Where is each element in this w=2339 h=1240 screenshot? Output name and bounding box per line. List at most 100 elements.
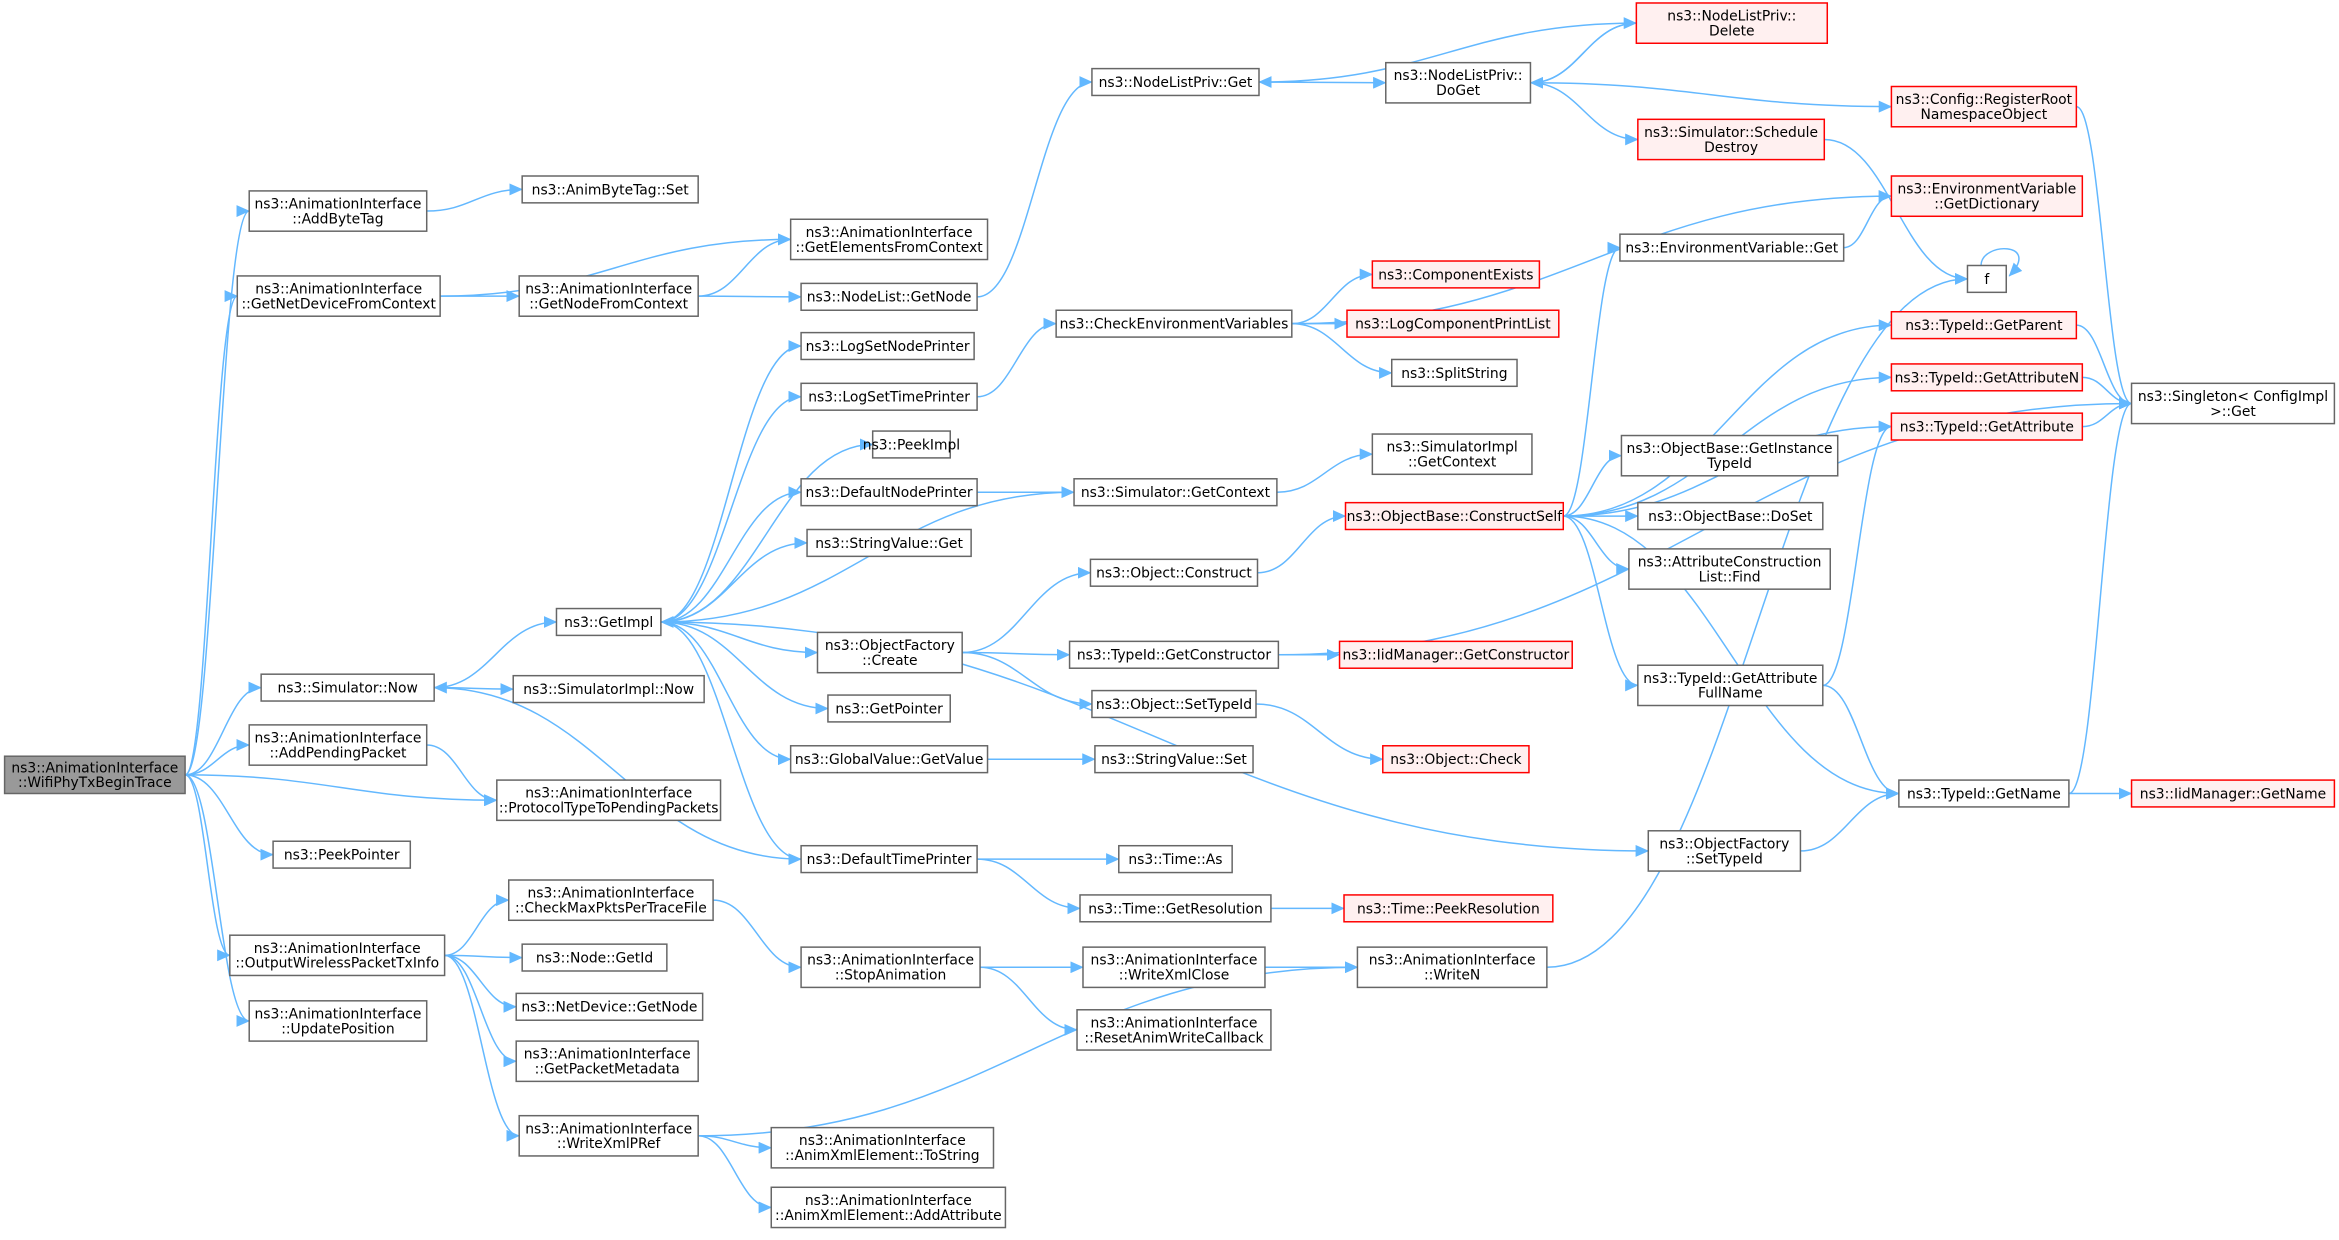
node-simulator-get-context[interactable]: ns3::Simulator::GetContext — [1073, 478, 1278, 507]
node-box — [1338, 640, 1573, 669]
node-label: ns3::AnimationInterface — [525, 282, 692, 298]
node-get-elements-from-context[interactable]: ns3::AnimationInterface::GetElementsFrom… — [789, 218, 989, 261]
node-label: ns3::AttributeConstruction — [1638, 554, 1822, 570]
node-box — [800, 478, 978, 507]
node-time-get-resolution[interactable]: ns3::Time::GetResolution — [1079, 894, 1272, 923]
edge-get-impl-to-get-pointer — [660, 621, 829, 715]
node-box — [512, 674, 705, 704]
node-node-get-id[interactable]: ns3::Node::GetId — [521, 943, 668, 972]
node-label: ns3::ComponentExists — [1378, 267, 1533, 283]
node-string-value-set[interactable]: ns3::StringValue::Set — [1094, 745, 1254, 774]
node-box — [1055, 309, 1293, 338]
node-label: ns3::PeekImpl — [863, 437, 960, 453]
node-node-list-priv-get[interactable]: ns3::NodeListPriv::Get — [1091, 67, 1260, 97]
nodes-layer: ns3::AnimationInterface::WifiPhyTxBeginT… — [3, 2, 2336, 1229]
node-label: Delete — [1709, 23, 1755, 39]
node-f[interactable]: f — [1966, 264, 2008, 294]
node-add-byte-tag[interactable]: ns3::AnimationInterface::AddByteTag — [248, 190, 428, 232]
node-label: ns3::Node::GetId — [536, 950, 653, 966]
node-default-node-printer[interactable]: ns3::DefaultNodePrinter — [800, 478, 978, 507]
node-type-id-get-name[interactable]: ns3::TypeId::GetName — [1898, 779, 2070, 808]
node-time-as[interactable]: ns3::Time::As — [1118, 844, 1233, 874]
node-anim-xml-to-string[interactable]: ns3::AnimationInterface::AnimXmlElement:… — [770, 1126, 995, 1169]
node-write-xml-pref[interactable]: ns3::AnimationInterface::WriteXmlPRef — [518, 1114, 699, 1157]
node-iid-manager-get-name[interactable]: ns3::IidManager::GetName — [2130, 779, 2336, 808]
node-box — [1890, 175, 2084, 218]
node-get-impl[interactable]: ns3::GetImpl — [555, 607, 662, 637]
node-node-list-priv-do-get[interactable]: ns3::NodeListPriv::DoGet — [1385, 61, 1532, 104]
node-singleton-get[interactable]: ns3::Singleton< ConfigImpl >::Get — [2130, 382, 2336, 425]
node-output-wireless-packet-tx-info[interactable]: ns3::AnimationInterface::OutputWirelessP… — [229, 934, 446, 977]
node-env-var-get-dictionary[interactable]: ns3::EnvironmentVariable::GetDictionary — [1890, 175, 2084, 218]
node-check-env-vars[interactable]: ns3::CheckEnvironmentVariables — [1055, 309, 1293, 338]
node-label: DoGet — [1436, 83, 1480, 99]
node-type-id-get-constructor[interactable]: ns3::TypeId::GetConstructor — [1068, 640, 1280, 669]
node-log-set-time-printer[interactable]: ns3::LogSetTimePrinter — [800, 382, 978, 411]
node-object-check[interactable]: ns3::Object::Check — [1382, 745, 1530, 774]
node-time-peek-resolution[interactable]: ns3::Time::PeekResolution — [1343, 894, 1554, 923]
node-box — [871, 430, 951, 459]
node-write-xml-close[interactable]: ns3::AnimationInterface::WriteXmlClose — [1082, 946, 1266, 989]
node-split-string[interactable]: ns3::SplitString — [1390, 358, 1518, 388]
node-box — [1346, 309, 1560, 338]
node-object-set-type-id[interactable]: ns3::Object::SetTypeId — [1091, 689, 1257, 719]
node-check-max-pkts[interactable]: ns3::AnimationInterface::CheckMaxPktsPer… — [507, 879, 714, 922]
node-label: ns3::PeekPointer — [284, 848, 400, 864]
node-object-base-do-set[interactable]: ns3::ObjectBase::DoSet — [1637, 501, 1824, 531]
node-label: TypeId — [1706, 456, 1752, 472]
node-string-value-get[interactable]: ns3::StringValue::Get — [806, 528, 972, 558]
edge-type-id-get-attribute-full-name-to-type-id-get-name — [1822, 684, 1900, 800]
edge-get-impl-to-default-time-printer — [660, 621, 802, 866]
node-label: ::ResetAnimWriteCallback — [1084, 1030, 1263, 1046]
node-iid-manager-get-constructor[interactable]: ns3::IidManager::GetConstructor — [1338, 640, 1573, 669]
node-get-net-device-from-context[interactable]: ns3::AnimationInterface::GetNetDeviceFro… — [236, 275, 441, 317]
node-default-time-printer[interactable]: ns3::DefaultTimePrinter — [800, 844, 978, 874]
node-peek-impl[interactable]: ns3::PeekImpl — [863, 430, 960, 459]
node-node-list-get-node[interactable]: ns3::NodeList::GetNode — [800, 282, 978, 311]
node-get-pointer[interactable]: ns3::GetPointer — [827, 694, 951, 723]
node-update-position[interactable]: ns3::AnimationInterface::UpdatePosition — [248, 1000, 428, 1042]
node-type-id-get-parent[interactable]: ns3::TypeId::GetParent — [1890, 310, 2078, 340]
node-anim-xml-add-attribute[interactable]: ns3::AnimationInterface::AnimXmlElement:… — [770, 1186, 1007, 1229]
node-net-device-get-node[interactable]: ns3::NetDevice::GetNode — [515, 992, 704, 1021]
node-object-construct[interactable]: ns3::Object::Construct — [1089, 558, 1259, 587]
node-object-base-construct-self[interactable]: ns3::ObjectBase::ConstructSelf — [1344, 501, 1565, 531]
node-object-factory-set-type-id[interactable]: ns3::ObjectFactory::SetTypeId — [1647, 830, 1802, 872]
node-simulator-impl-now[interactable]: ns3::SimulatorImpl::Now — [512, 674, 705, 704]
node-box — [521, 943, 668, 972]
node-anim-byte-tag-set[interactable]: ns3::AnimByteTag::Set — [521, 175, 699, 204]
node-box — [1890, 363, 2084, 392]
node-label: ns3::SimulatorImpl::Now — [523, 682, 694, 698]
node-reset-anim-write-callback[interactable]: ns3::AnimationInterface::ResetAnimWriteC… — [1076, 1009, 1272, 1051]
node-env-var-get[interactable]: ns3::EnvironmentVariable::Get — [1619, 233, 1845, 262]
edge-node-list-priv-delete-to-node-list-priv-do-get — [1529, 22, 1637, 89]
node-stop-animation[interactable]: ns3::AnimationInterface::StopAnimation — [800, 946, 981, 989]
node-type-id-get-attribute-n[interactable]: ns3::TypeId::GetAttributeN — [1890, 363, 2084, 392]
edge-output-wireless-packet-tx-info-to-check-max-pkts — [444, 894, 510, 957]
node-peek-pointer[interactable]: ns3::PeekPointer — [272, 840, 412, 869]
node-add-pending-packet[interactable]: ns3::AnimationInterface::AddPendingPacke… — [248, 724, 428, 766]
node-get-packet-metadata[interactable]: ns3::AnimationInterface::GetPacketMetada… — [515, 1040, 699, 1083]
node-log-set-node-printer[interactable]: ns3::LogSetNodePrinter — [800, 331, 975, 361]
node-label: ns3::Config::RegisterRoot — [1896, 92, 2073, 108]
node-object-factory-create[interactable]: ns3::ObjectFactory::Create — [816, 631, 963, 674]
node-node-list-priv-delete[interactable]: ns3::NodeListPriv::Delete — [1635, 2, 1829, 45]
node-simulator-impl-get-context[interactable]: ns3::SimulatorImpl::GetContext — [1371, 433, 1533, 476]
node-label: ns3::CheckEnvironmentVariables — [1060, 317, 1289, 333]
node-label: ::UpdatePosition — [281, 1021, 394, 1037]
node-label: ns3::ObjectBase::ConstructSelf — [1347, 509, 1564, 525]
node-type-id-get-attribute[interactable]: ns3::TypeId::GetAttribute — [1890, 412, 2084, 441]
node-log-component-print-list[interactable]: ns3::LogComponentPrintList — [1346, 309, 1560, 338]
node-component-exists[interactable]: ns3::ComponentExists — [1371, 260, 1541, 289]
node-protocol-type-to-pending[interactable]: ns3::AnimationInterface::ProtocolTypeToP… — [496, 779, 722, 822]
node-global-value-get-value[interactable]: ns3::GlobalValue::GetValue — [789, 745, 989, 774]
node-get-node-from-context[interactable]: ns3::AnimationInterface::GetNodeFromCont… — [518, 275, 699, 317]
node-label: ns3::TypeId::GetAttribute — [1900, 420, 2074, 436]
node-write-n[interactable]: ns3::AnimationInterface::WriteN — [1356, 946, 1548, 989]
node-simulator-now[interactable]: ns3::Simulator::Now — [260, 673, 435, 702]
